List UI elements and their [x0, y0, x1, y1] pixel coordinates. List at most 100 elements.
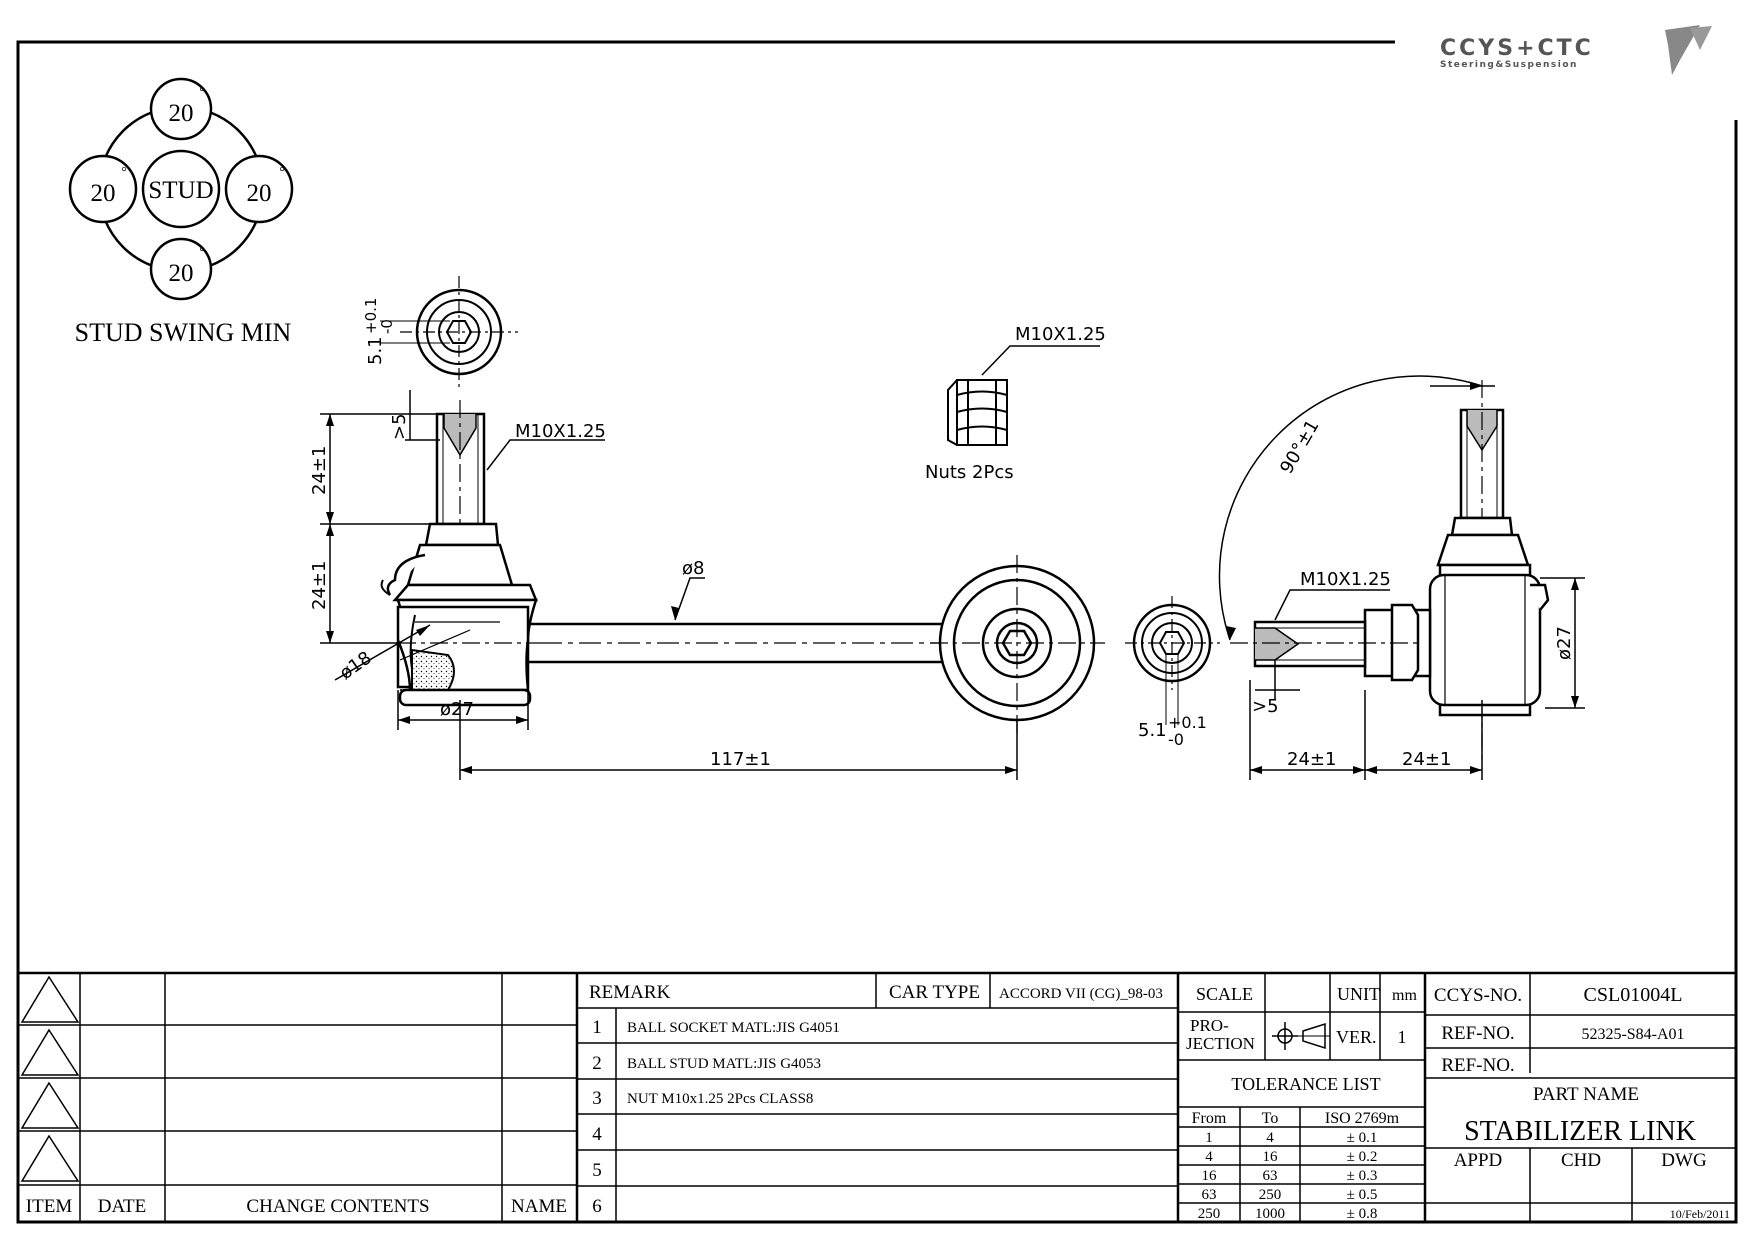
remark-num-1: 1 [592, 1017, 602, 1038]
tol-row-1-from: 1 [1205, 1130, 1213, 1146]
tol-row-2-val: ± 0.2 [1347, 1149, 1378, 1165]
remark-text-3: NUT M10x1.25 2Pcs CLASS8 [627, 1091, 813, 1107]
scale-label: SCALE [1196, 984, 1253, 1004]
dim-dia27-left: ø27 [440, 699, 474, 720]
svg-text:+0.1: +0.1 [362, 298, 380, 334]
ref-no-value-1: 52325-S84-A01 [1581, 1026, 1684, 1043]
dwg-label: DWG [1661, 1150, 1707, 1171]
part-name-value: STABILIZER LINK [1464, 1116, 1696, 1147]
ver-label: VER. [1336, 1027, 1377, 1047]
hex-bottom-dim: 5.1 +0.1 -0 [1138, 713, 1207, 749]
remark-num-4: 4 [592, 1124, 602, 1145]
remark-num-3: 3 [592, 1088, 602, 1109]
nut-end-view [1125, 596, 1220, 725]
svg-text:-0: -0 [378, 319, 396, 334]
rev-header-date: DATE [98, 1196, 147, 1217]
ccys-no-label: CCYS-NO. [1434, 985, 1522, 1006]
tol-row-1-val: ± 0.1 [1347, 1130, 1378, 1146]
title-block-grid [18, 971, 1736, 1222]
ref-no-label-2: REF-NO. [1441, 1055, 1514, 1076]
deg-mark-top: ° [199, 85, 205, 100]
swing-caption: STUD SWING MIN [75, 318, 292, 347]
dim-gt5-left: >5 [389, 413, 410, 440]
tol-row-4-val: ± 0.5 [1347, 1187, 1378, 1203]
logo-brand: CCYS+CTC [1440, 36, 1594, 61]
swing-bottom-value: 20 [169, 260, 194, 287]
dim-24-right-a: 24±1 [1287, 749, 1336, 770]
remark-num-2: 2 [592, 1053, 602, 1074]
projection-symbol-icon [1272, 1022, 1330, 1050]
remark-num-5: 5 [592, 1160, 602, 1181]
dim-24-left-a: 24±1 [309, 446, 330, 495]
dim-24-left-b: 24±1 [309, 561, 330, 610]
swing-left-value: 20 [91, 180, 116, 207]
logo-tagline: Steering&Suspension [1440, 60, 1578, 70]
dim-24-right-b: 24±1 [1402, 749, 1451, 770]
remark-text-1: BALL SOCKET MATL:JIS G4051 [627, 1020, 840, 1036]
tol-row-5-from: 250 [1198, 1206, 1221, 1222]
stabilizer-rod [528, 622, 950, 664]
unit-value: mm [1392, 987, 1417, 1004]
nut-view [947, 345, 1100, 446]
svg-text:5.1: 5.1 [365, 336, 386, 365]
projection-label-2: JECTION [1186, 1034, 1255, 1053]
svg-text:+0.1: +0.1 [1168, 713, 1207, 732]
thread-label-left: M10X1.25 [515, 421, 606, 442]
unit-label: UNIT [1337, 984, 1380, 1004]
remark-num-6: 6 [592, 1196, 602, 1217]
drawing-border [16, 40, 1738, 1224]
car-type-value: ACCORD VII (CG)_98-03 [999, 986, 1163, 1002]
remark-text-2: BALL STUD MATL:JIS G4053 [627, 1056, 821, 1072]
deg-mark-right: ° [279, 165, 285, 180]
ver-value: 1 [1398, 1027, 1407, 1047]
swing-top-value: 20 [169, 100, 194, 127]
dim-angle-90: 90°±1 [1276, 416, 1323, 477]
hex-top-dim: 5.1 +0.1 -0 [362, 298, 396, 365]
nut-thread-label: M10X1.25 [1015, 324, 1106, 345]
rev-header-change: CHANGE CONTENTS [246, 1196, 429, 1217]
stud-assembly-right [1230, 380, 1550, 760]
tol-row-3-from: 16 [1202, 1168, 1218, 1184]
tol-header-from: From [1192, 1110, 1227, 1127]
stud-top-view [380, 276, 518, 388]
appd-label: APPD [1454, 1150, 1503, 1171]
socket-front-view [930, 555, 1105, 733]
ccys-no-value: CSL01004L [1584, 984, 1683, 1006]
svg-text:5.1: 5.1 [1138, 720, 1167, 741]
drawing-date: 10/Feb/2011 [1670, 1207, 1730, 1221]
svg-text:-0: -0 [1168, 730, 1184, 749]
dim-length-117: 117±1 [710, 749, 771, 770]
thread-label-right: M10X1.25 [1300, 569, 1391, 590]
company-logo: CCYS+CTC Steering&Suspension [1440, 25, 1712, 75]
dimension-lines [320, 375, 1585, 780]
deg-mark-bottom: ° [199, 245, 205, 260]
rev-header-item: ITEM [26, 1196, 73, 1217]
stud-swing-diagram [68, 77, 294, 301]
dimension-arrows [326, 382, 1579, 774]
car-type-label: CAR TYPE [889, 982, 980, 1003]
dim-gt5-right: >5 [1252, 696, 1279, 717]
dim-rod-dia: ø8 [682, 558, 704, 579]
tol-row-3-to: 63 [1263, 1168, 1278, 1184]
remark-header: REMARK [589, 982, 671, 1003]
tol-row-2-to: 16 [1263, 1149, 1279, 1165]
stud-assembly-left [380, 400, 540, 707]
dim-dia27-right: ø27 [1554, 626, 1575, 660]
nut-caption: Nuts 2Pcs [925, 462, 1014, 483]
tol-row-2-from: 4 [1205, 1149, 1213, 1165]
ref-no-label-1: REF-NO. [1441, 1023, 1514, 1044]
logo-swoosh-icon [1665, 25, 1700, 75]
tol-row-3-val: ± 0.3 [1347, 1168, 1378, 1184]
swing-right-value: 20 [247, 180, 272, 207]
dim-dia18: ø18 [336, 647, 376, 684]
tolerance-title: TOLERANCE LIST [1231, 1074, 1380, 1094]
tol-row-5-to: 1000 [1255, 1206, 1285, 1222]
chd-label: CHD [1561, 1150, 1601, 1171]
tol-row-1-to: 4 [1266, 1130, 1274, 1146]
tol-row-4-to: 250 [1259, 1187, 1282, 1203]
deg-mark-left: ° [121, 165, 127, 180]
part-name-label: PART NAME [1533, 1084, 1639, 1105]
swing-center-label: STUD [148, 177, 213, 204]
rev-header-name: NAME [511, 1196, 567, 1217]
projection-label-1: PRO- [1190, 1016, 1229, 1035]
